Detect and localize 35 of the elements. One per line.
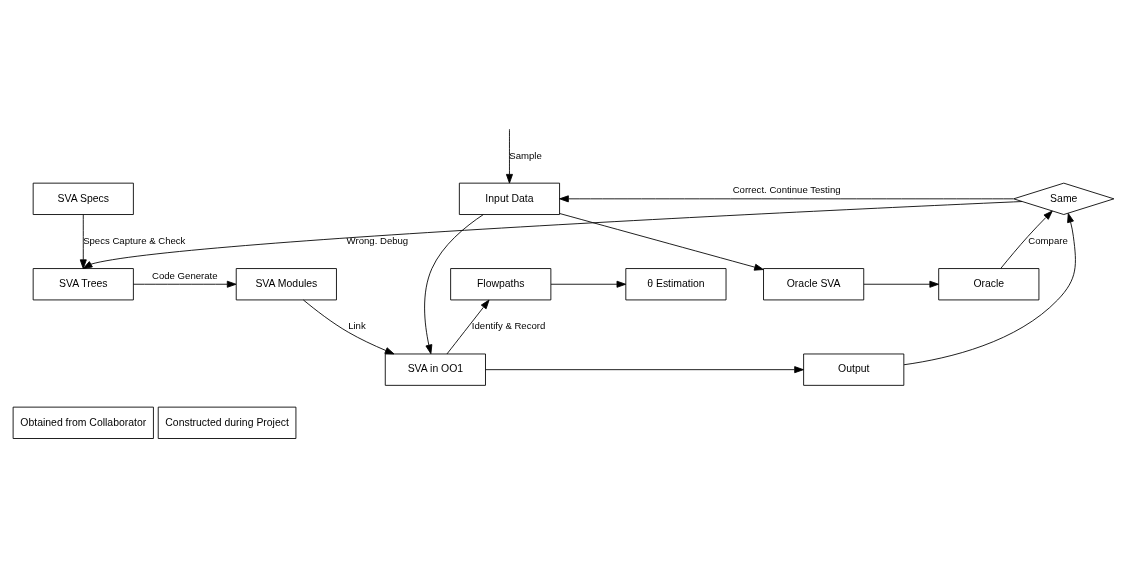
arrow	[424, 213, 484, 354]
arrow	[1000, 210, 1053, 269]
edge-label: Sample	[509, 149, 542, 161]
node-box: Oracle SVA	[763, 267, 865, 300]
node-box: Flowpaths	[450, 267, 552, 300]
node-box: Oracle	[938, 267, 1040, 300]
edge-label: Specs Capture & Check	[83, 234, 186, 246]
arrow	[903, 212, 1076, 365]
legend-label: Constructed during Project	[165, 416, 289, 428]
arrow	[79, 213, 87, 269]
edge-label: Compare	[1028, 234, 1068, 246]
arrow	[485, 365, 804, 373]
arrow	[550, 280, 627, 288]
edge-label: Wrong. Debug	[346, 234, 409, 246]
arrow	[559, 212, 764, 271]
node-box: SVA Modules	[235, 267, 337, 300]
edge-label: Identify & Record	[471, 319, 546, 331]
arrow	[446, 299, 490, 354]
edge-label: Code Generate	[152, 269, 218, 281]
arrow	[82, 200, 1023, 269]
node-box: Output	[803, 353, 905, 386]
arrow	[863, 280, 939, 288]
node-box: θ Estimation	[625, 267, 727, 300]
node-box: SVA in OO1	[384, 353, 486, 386]
node-box: Input Data	[458, 182, 560, 215]
arrow	[133, 280, 237, 288]
arrow	[559, 194, 1014, 202]
node-box: SVA Specs	[32, 182, 134, 215]
node-diamond: Same	[1013, 182, 1115, 215]
legend-label: Obtained from Collaborator	[20, 416, 147, 428]
arrow	[302, 299, 395, 354]
arrow	[505, 128, 513, 184]
node-box: SVA Trees	[32, 267, 134, 300]
edge-label: Link	[348, 319, 366, 331]
edge-label: Correct. Continue Testing	[732, 183, 841, 195]
